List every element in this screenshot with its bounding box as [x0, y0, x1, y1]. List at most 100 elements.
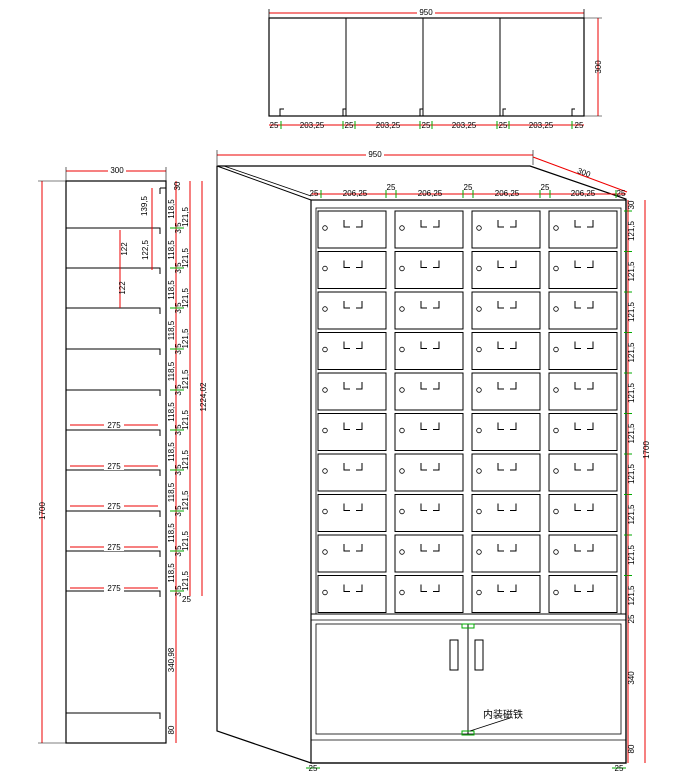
top-side-label-5: 25 — [575, 121, 584, 130]
drawer[interactable] — [548, 332, 618, 370]
drawer[interactable] — [471, 291, 541, 330]
drawer[interactable] — [317, 291, 387, 330]
drawer[interactable] — [471, 575, 541, 613]
drawer-handle-left-icon — [343, 544, 350, 552]
side-first-pitch-label: 139,5 — [140, 195, 149, 216]
drawer[interactable] — [317, 413, 387, 451]
drawer[interactable] — [548, 413, 618, 451]
drawer-front[interactable] — [548, 332, 618, 370]
drawer[interactable] — [394, 251, 464, 289]
drawer[interactable] — [471, 453, 541, 492]
drawer[interactable] — [317, 372, 387, 411]
drawer-lock-icon — [553, 387, 559, 393]
front-width-label-bg — [366, 150, 384, 159]
front-door-label: 340 — [627, 671, 636, 685]
drawer-front[interactable] — [548, 413, 618, 451]
drawer[interactable] — [471, 413, 541, 451]
drawer-front[interactable] — [471, 210, 541, 249]
drawer-front[interactable] — [471, 251, 541, 289]
drawer[interactable] — [317, 332, 387, 370]
drawer-front[interactable] — [317, 413, 387, 451]
drawer-front[interactable] — [548, 372, 618, 411]
drawer[interactable] — [548, 251, 618, 289]
drawer[interactable] — [394, 291, 464, 330]
drawer-handle-left-icon — [420, 341, 427, 349]
drawer-lock-icon — [322, 508, 328, 515]
drawer-front[interactable] — [471, 453, 541, 492]
drawer-front[interactable] — [394, 251, 464, 289]
drawer-front[interactable] — [317, 453, 387, 492]
drawer[interactable] — [394, 494, 464, 532]
drawer-front[interactable] — [548, 251, 618, 289]
top-depth-label: 300 — [594, 60, 603, 74]
drawer[interactable] — [317, 453, 387, 492]
drawer[interactable] — [548, 372, 618, 411]
drawer-front[interactable] — [471, 332, 541, 370]
drawer-front[interactable] — [394, 291, 464, 330]
drawer[interactable] — [394, 372, 464, 411]
drawer-front[interactable] — [548, 575, 618, 613]
drawer[interactable] — [317, 494, 387, 532]
drawer-front[interactable] — [548, 534, 618, 573]
drawer[interactable] — [317, 575, 387, 613]
drawer-front[interactable] — [471, 575, 541, 613]
drawer[interactable] — [394, 210, 464, 249]
drawer-handle-right-icon — [433, 422, 440, 430]
drawer-front[interactable] — [471, 534, 541, 573]
drawer-front[interactable] — [394, 372, 464, 411]
top-bay-label-1: 203,25 — [300, 121, 325, 130]
drawer-front[interactable] — [548, 453, 618, 492]
drawer[interactable] — [394, 332, 464, 370]
drawer[interactable] — [548, 494, 618, 532]
drawer-front[interactable] — [394, 534, 464, 573]
drawer[interactable] — [548, 291, 618, 330]
drawer-front[interactable] — [394, 413, 464, 451]
drawer-lock-icon — [322, 306, 328, 312]
drawer[interactable] — [471, 372, 541, 411]
drawer[interactable] — [548, 210, 618, 249]
drawer[interactable] — [471, 494, 541, 532]
drawer-front[interactable] — [471, 413, 541, 451]
drawer-front[interactable] — [317, 534, 387, 573]
drawer-front[interactable] — [394, 332, 464, 370]
drawer-front[interactable] — [471, 494, 541, 532]
drawer[interactable] — [317, 251, 387, 289]
drawer-front[interactable] — [394, 494, 464, 532]
top-width-label-bg — [417, 8, 435, 17]
drawer-front[interactable] — [317, 291, 387, 330]
drawer-front[interactable] — [548, 494, 618, 532]
drawer[interactable] — [548, 453, 618, 492]
drawer-lock-icon — [399, 427, 405, 434]
drawer-front[interactable] — [471, 291, 541, 330]
drawer-front[interactable] — [394, 453, 464, 492]
drawer-front[interactable] — [317, 332, 387, 370]
drawer[interactable] — [471, 210, 541, 249]
drawer-handle-right-icon — [510, 382, 517, 390]
drawer[interactable] — [471, 332, 541, 370]
drawer[interactable] — [394, 453, 464, 492]
drawer-handle-left-icon — [343, 301, 350, 309]
drawer-handle-right-icon — [587, 422, 594, 430]
drawer[interactable] — [548, 534, 618, 573]
drawer-front[interactable] — [394, 210, 464, 249]
drawer-front[interactable] — [317, 494, 387, 532]
side-shelf-depth-bg — [104, 583, 124, 592]
drawer[interactable] — [548, 575, 618, 613]
drawer[interactable] — [394, 413, 464, 451]
drawer-front[interactable] — [317, 372, 387, 411]
drawer-front[interactable] — [548, 291, 618, 330]
drawer-lock-icon — [322, 265, 328, 272]
drawer[interactable] — [317, 534, 387, 573]
drawer-front[interactable] — [548, 210, 618, 249]
drawer-front[interactable] — [317, 575, 387, 613]
drawer-front[interactable] — [394, 575, 464, 613]
drawer-front[interactable] — [317, 251, 387, 289]
drawer[interactable] — [471, 534, 541, 573]
drawer-front[interactable] — [471, 372, 541, 411]
drawer-lock-icon — [553, 225, 559, 231]
drawer[interactable] — [394, 534, 464, 573]
drawer[interactable] — [471, 251, 541, 289]
drawer-front[interactable] — [317, 210, 387, 249]
drawer[interactable] — [394, 575, 464, 613]
drawer[interactable] — [317, 210, 387, 249]
